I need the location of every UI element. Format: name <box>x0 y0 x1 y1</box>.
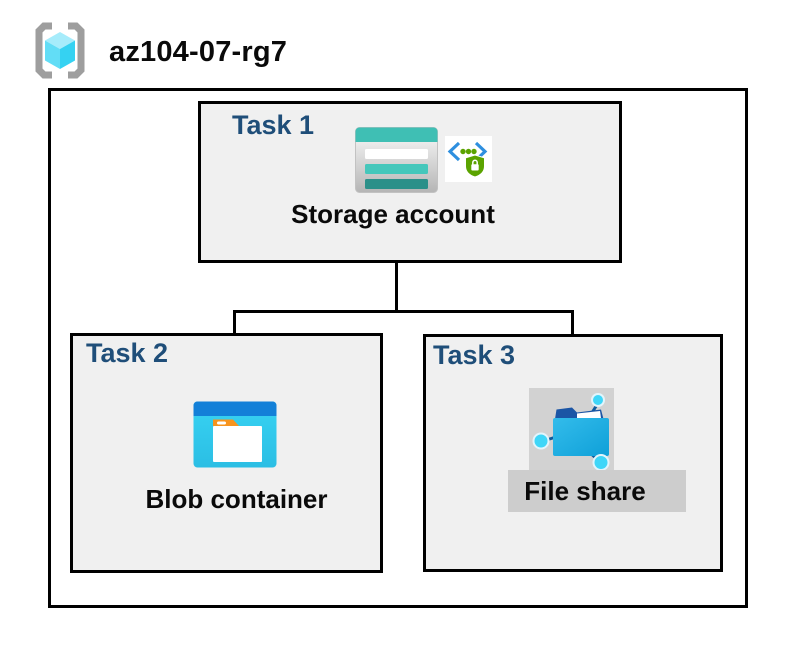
task2-label: Task 2 <box>86 338 169 368</box>
resource-group-name: az104-07-rg7 <box>109 36 288 68</box>
blob-container-icon <box>193 401 277 468</box>
resource-group-icon <box>32 19 88 82</box>
task3-label: Task 3 <box>433 340 516 370</box>
connector-storage-down <box>395 232 398 313</box>
file-share-label-highlight: File share <box>508 470 686 512</box>
file-share-icon <box>529 388 614 471</box>
storage-account-icon <box>355 127 438 193</box>
secure-access-icon <box>445 136 492 182</box>
blob-container-label: Blob container <box>145 484 328 514</box>
connector-branch-horizontal <box>233 310 574 313</box>
file-share-label: File share <box>524 476 646 506</box>
task1-label: Task 1 <box>232 110 315 140</box>
storage-account-label: Storage account <box>291 199 495 229</box>
